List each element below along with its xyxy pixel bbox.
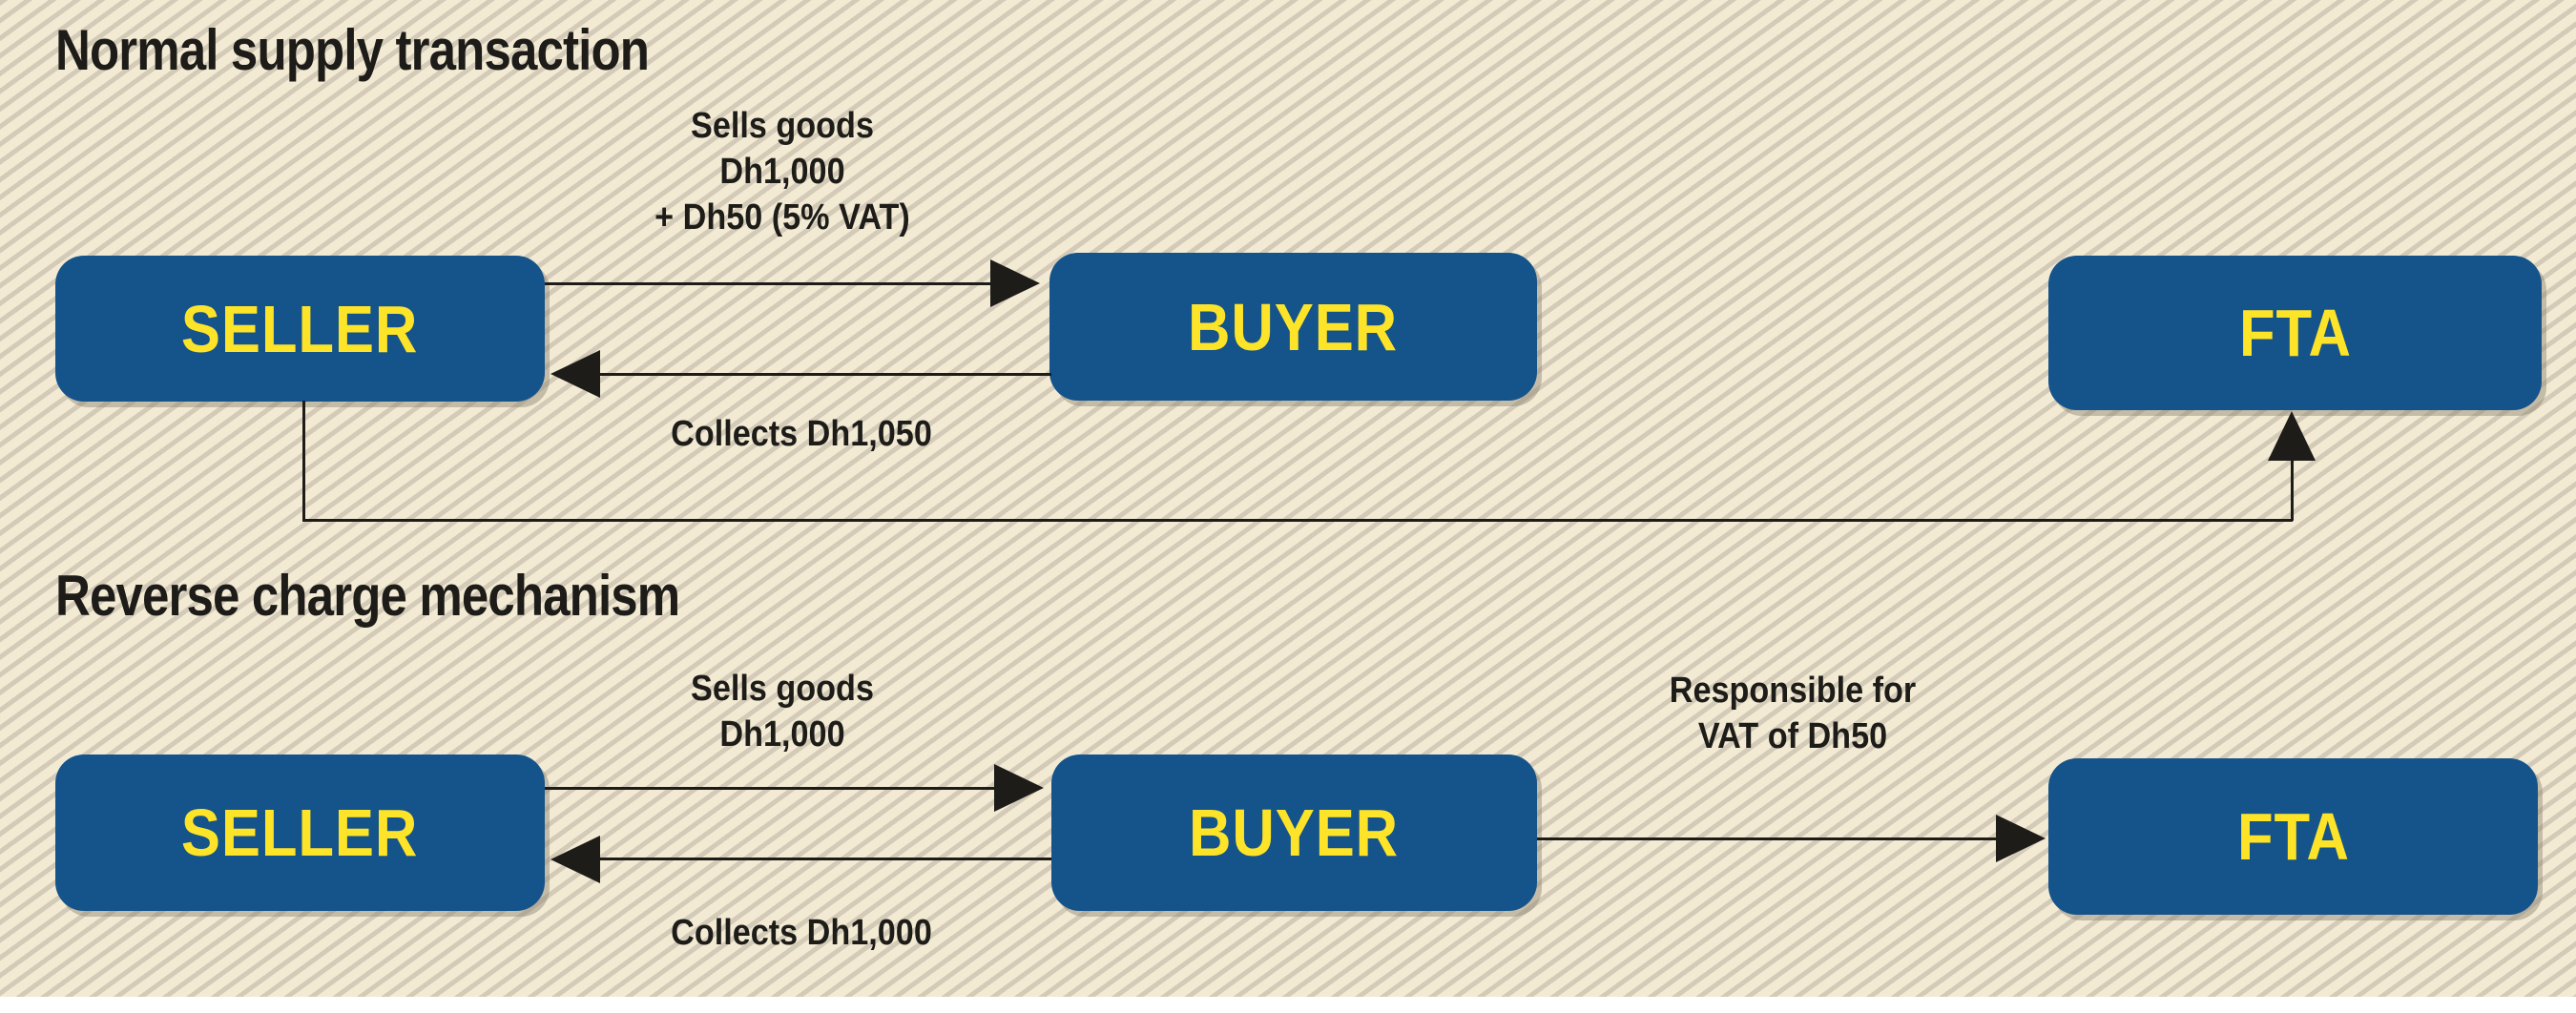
buyer-box-2: BUYER	[1051, 755, 1537, 911]
fta-box-2-label: FTA	[2236, 799, 2350, 874]
seller-box-2-label: SELLER	[181, 796, 419, 870]
section2-collects-label: Collects Dh1,000	[671, 913, 932, 953]
arrowhead-left-icon	[551, 350, 600, 398]
section2-title: Reverse charge mechanism	[55, 564, 680, 628]
arrow-sells-goods-1-line	[545, 282, 992, 285]
seller-to-fta-line-across	[302, 519, 2293, 522]
vat-amount-line: + Dh50 (5% VAT)	[654, 197, 910, 238]
section1-title: Normal supply transaction	[55, 18, 650, 82]
arrow-sells-goods-2-line	[545, 787, 996, 790]
arrow-collects-1-line	[599, 373, 1051, 376]
seller-to-fta-line-down	[302, 401, 305, 522]
sells-goods-line: Sells goods	[691, 106, 874, 146]
section1-collects-label: Collects Dh1,050	[671, 414, 932, 454]
sells-goods-line: Sells goods	[691, 669, 874, 709]
seller-box-1: SELLER	[55, 256, 545, 402]
seller-box-1-label: SELLER	[181, 291, 419, 366]
responsible-vat-label: Responsible for VAT of Dh50	[1578, 668, 2007, 759]
buyer-box-2-label: BUYER	[1189, 796, 1400, 870]
vat-of-line: VAT of Dh50	[1697, 716, 1888, 756]
arrow-buyer-to-fta-line	[1537, 837, 1998, 840]
sells-amount-line: Dh1,000	[719, 152, 845, 192]
fta-box-2: FTA	[2048, 758, 2538, 915]
arrow-collects-2-line	[599, 858, 1051, 860]
buyer-box-1-label: BUYER	[1188, 289, 1399, 364]
sells-amount-line: Dh1,000	[719, 714, 845, 755]
arrowhead-left-icon	[551, 836, 600, 883]
responsible-line: Responsible for	[1669, 671, 1917, 711]
arrowhead-right-icon	[1996, 815, 2046, 862]
arrowhead-right-icon	[990, 259, 1040, 307]
arrowhead-up-icon	[2268, 411, 2316, 461]
bottom-white-margin	[0, 997, 2576, 1013]
fta-box-1: FTA	[2048, 256, 2542, 410]
arrowhead-right-icon	[994, 764, 1044, 812]
seller-to-fta-line-up	[2291, 460, 2294, 521]
fta-box-1-label: FTA	[2238, 296, 2352, 370]
seller-box-2: SELLER	[55, 755, 545, 911]
section1-sells-goods-label: Sells goods Dh1,000 + Dh50 (5% VAT)	[568, 103, 997, 240]
section2-sells-goods-label: Sells goods Dh1,000	[568, 666, 997, 757]
buyer-box-1: BUYER	[1049, 253, 1537, 401]
